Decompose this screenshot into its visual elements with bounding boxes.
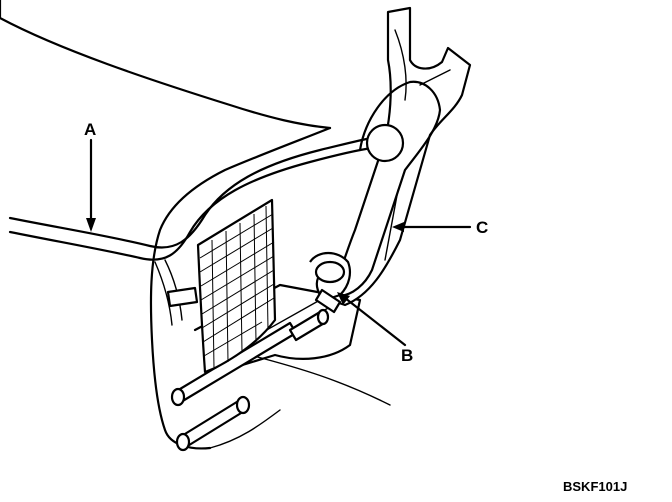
- clip: [309, 251, 351, 314]
- callout-a: A: [84, 120, 96, 139]
- callout-arrows: [86, 138, 472, 347]
- pliers: [328, 6, 472, 307]
- callout-b: B: [401, 346, 413, 365]
- wiring-harness: [8, 136, 374, 326]
- figure-code: BSKF101J: [563, 479, 627, 494]
- callout-c: C: [476, 218, 488, 237]
- rods: [170, 308, 330, 452]
- insulation-pad: [196, 198, 277, 374]
- body-panel: [0, 0, 391, 450]
